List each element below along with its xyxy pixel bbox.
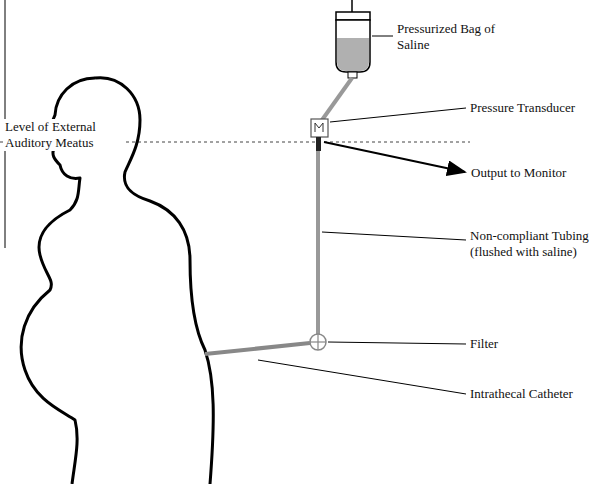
bag-hanger: [351, 0, 353, 12]
saline-fluid: [337, 38, 369, 71]
leader-line: [330, 108, 466, 122]
filter-symbol: [310, 334, 326, 350]
pressure-transducer: [311, 119, 328, 137]
part-label: Intrathecal Catheter: [470, 386, 573, 402]
part-label: Pressure Transducer: [470, 100, 575, 116]
part-label: Pressurized Bag of Saline: [397, 21, 519, 53]
bag-port: [348, 72, 357, 78]
part-label: Level of External Auditory Meatus: [3, 119, 125, 151]
leader-line: [328, 342, 466, 344]
output-arrow: [324, 142, 465, 172]
leader-line: [322, 232, 466, 240]
filter-cross: [317, 334, 318, 350]
part-label: Filter: [470, 336, 498, 352]
transducer-mark: [315, 123, 323, 132]
leader-line: [372, 36, 393, 37]
flush-tubing: [322, 78, 352, 120]
saline-bag: [336, 20, 370, 72]
leader-line: [258, 360, 466, 394]
transducer-stopcock: [316, 137, 321, 151]
non-compliant-tubing: [316, 151, 320, 334]
intrathecal-catheter: [205, 343, 310, 354]
part-label: Non-compliant Tubing (flushed with salin…: [470, 228, 604, 260]
part-label: Output to Monitor: [471, 165, 566, 181]
bag-top: [336, 12, 370, 20]
